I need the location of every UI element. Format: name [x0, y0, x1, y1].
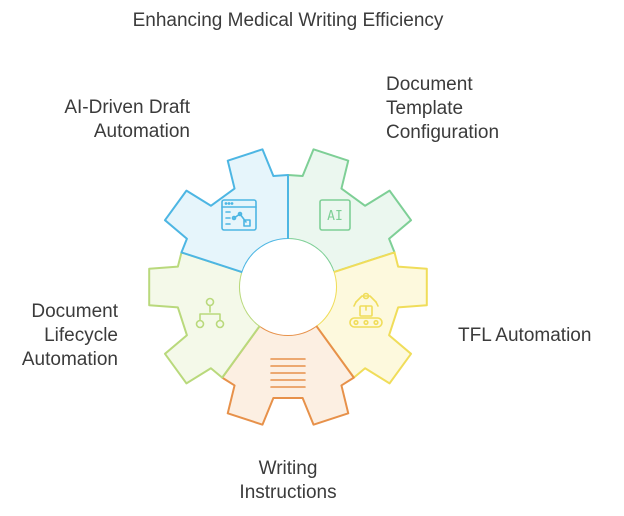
- label-doc-lifecycle: Document Lifecycle Automation: [21, 301, 118, 370]
- text-lines-icon: [270, 358, 306, 388]
- svg-text:AI: AI: [327, 209, 343, 224]
- robot-conveyor-icon: [349, 292, 383, 328]
- label-writing: Writing Instructions: [239, 458, 337, 503]
- label-ai-draft: AI-Driven Draft Automation: [64, 97, 190, 142]
- diagram-title: Enhancing Medical Writing Efficiency: [132, 10, 444, 31]
- label-doc-template: Document Template Configuration: [386, 74, 500, 143]
- ai-chip-icon: AI: [319, 199, 351, 231]
- branch-nodes-icon: [195, 297, 225, 329]
- flowchart-window-icon: [221, 199, 257, 231]
- gear-hub: [240, 239, 336, 335]
- label-tfl: TFL Automation: [458, 325, 592, 346]
